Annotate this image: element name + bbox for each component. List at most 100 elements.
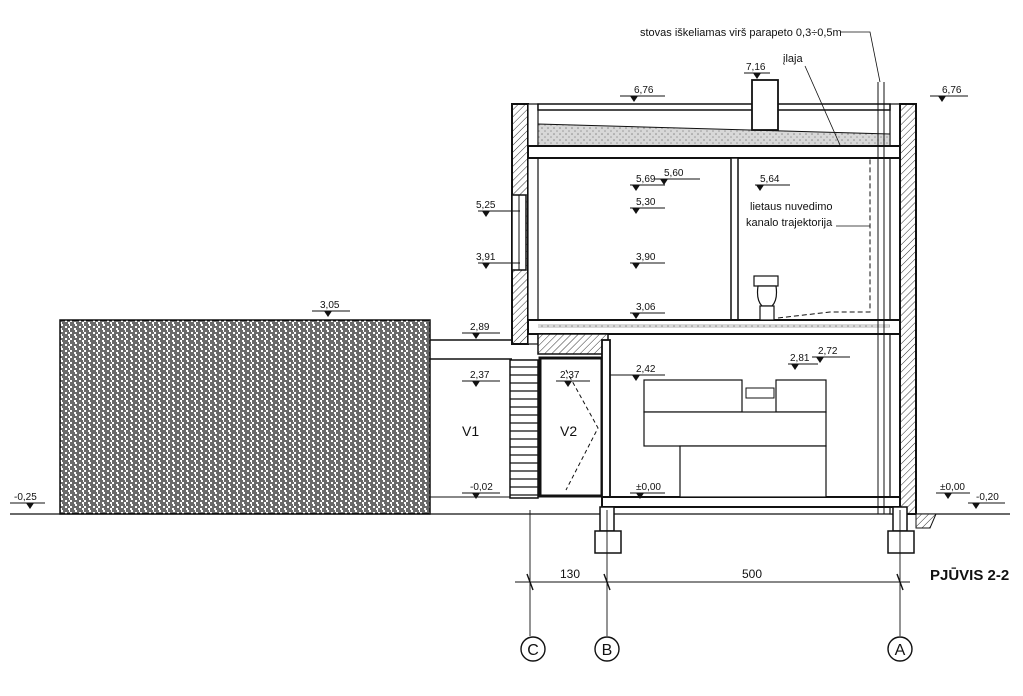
level-marker: 2,37 <box>556 370 590 387</box>
level-value: 6,76 <box>942 85 962 96</box>
level-triangle-icon <box>482 211 490 217</box>
kitchen-base <box>679 445 827 498</box>
level-markers: 7,16 6,76 6,76 5,605,69 5,64 5,25 5,30 3,91 3,90… <box>10 62 1005 509</box>
ground-slab <box>601 496 901 508</box>
level-value: 2,89 <box>470 322 490 333</box>
level-value: ±0,00 <box>636 482 661 493</box>
level-marker: 2,37 <box>462 370 500 387</box>
level-triangle-icon <box>632 263 640 269</box>
level-marker: -0,25 <box>10 492 45 509</box>
roof-slab <box>527 145 901 159</box>
level-triangle-icon <box>324 311 332 317</box>
level-marker: 3,91 <box>476 252 520 269</box>
footing-a <box>887 530 915 554</box>
level-value: 3,90 <box>636 252 656 263</box>
level-triangle-icon <box>26 503 34 509</box>
level-value: 5,69 <box>636 174 656 185</box>
level-value: 6,76 <box>634 85 654 96</box>
level-marker: 2,89 <box>462 322 500 339</box>
level-marker: 6,76 <box>620 85 665 102</box>
level-value: ±0,00 <box>940 482 965 493</box>
kitchen-upper-right <box>775 379 827 413</box>
note-drain-1: lietaus nuvedimo <box>750 201 833 213</box>
stone-wall <box>59 319 431 515</box>
stair-block <box>509 359 539 499</box>
note-drain-2: kanalo trajektorija <box>746 217 833 229</box>
level-value: 3,05 <box>320 300 340 311</box>
level-marker: 6,76 <box>930 85 968 102</box>
level-triangle-icon <box>632 208 640 214</box>
level-value: -0,02 <box>470 482 493 493</box>
level-marker: ±0,00 <box>630 482 665 499</box>
level-marker: 5,69 <box>630 174 665 191</box>
level-value: -0,20 <box>976 492 999 503</box>
level-triangle-icon <box>630 96 638 102</box>
inlet-leader <box>804 65 841 146</box>
kitchen-upper-left <box>643 379 743 413</box>
level-marker: 2,42 <box>610 364 665 381</box>
level-triangle-icon <box>564 381 572 387</box>
level-marker: 7,16 <box>744 62 770 79</box>
slab-step <box>537 333 609 355</box>
grid-axes <box>520 510 913 662</box>
level-triangle-icon <box>753 73 761 79</box>
level-triangle-icon <box>472 381 480 387</box>
level-marker: 5,60 <box>655 168 700 185</box>
roof-vent <box>751 79 779 131</box>
level-triangle-icon <box>756 185 764 191</box>
note-roof-inlet: įlaja <box>783 53 803 65</box>
level-value: 2,72 <box>818 346 838 357</box>
level-triangle-icon <box>482 263 490 269</box>
room-v1-label: V1 <box>462 423 479 439</box>
room-v2-label: V2 <box>560 423 577 439</box>
roof-parapet <box>537 103 891 111</box>
level-marker: 2,72 <box>812 346 850 363</box>
v2-door-swing <box>565 369 599 491</box>
level-triangle-icon <box>791 364 799 370</box>
stack-leader <box>840 31 881 83</box>
level-triangle-icon <box>472 493 480 499</box>
level-value: 3,06 <box>636 302 656 313</box>
note-stack: stovas iškeliamas virš parapeto 0,3÷0,5m <box>640 27 842 39</box>
exterior-step <box>915 513 937 529</box>
level-value: -0,25 <box>14 492 37 503</box>
level-marker: -0,20 <box>968 492 1005 509</box>
axis-b-label: B <box>602 642 613 659</box>
level-triangle-icon <box>632 375 640 381</box>
axis-c-label: C <box>527 642 539 659</box>
upper-partition <box>730 157 739 321</box>
level-marker: ±0,00 <box>936 482 970 499</box>
level-value: 3,91 <box>476 252 496 263</box>
level-value: 2,81 <box>790 353 810 364</box>
section-title: PJŪVIS 2-2 <box>930 567 1009 584</box>
level-triangle-icon <box>816 357 824 363</box>
level-triangle-icon <box>632 185 640 191</box>
wall-a-inner <box>889 103 901 515</box>
level-marker: 5,64 <box>755 174 790 191</box>
level-marker: 2,81 <box>788 353 818 370</box>
level-value: 2,42 <box>636 364 656 375</box>
level-value: 5,25 <box>476 200 496 211</box>
wall-a-outer <box>899 103 917 515</box>
toilet-icon <box>753 275 779 321</box>
level-value: 2,37 <box>560 370 580 381</box>
dimension-130: 130 <box>560 567 580 581</box>
wall-c-inner <box>527 103 539 345</box>
level-marker: 5,30 <box>630 197 665 214</box>
floor-insulation <box>538 324 890 328</box>
level-triangle-icon <box>472 333 480 339</box>
level-triangle-icon <box>938 96 946 102</box>
level-value: 5,30 <box>636 197 656 208</box>
level-triangle-icon <box>972 503 980 509</box>
kitchen-hood <box>745 387 775 399</box>
footing-b <box>594 530 622 554</box>
axis-a-label: A <box>895 642 906 659</box>
level-triangle-icon <box>944 493 952 499</box>
drain-trajectory <box>777 158 871 319</box>
level-marker: 3,05 <box>312 300 350 317</box>
level-triangle-icon <box>636 493 644 499</box>
level-value: 7,16 <box>746 62 766 73</box>
dimension-500: 500 <box>742 567 762 581</box>
level-value: 2,37 <box>470 370 490 381</box>
